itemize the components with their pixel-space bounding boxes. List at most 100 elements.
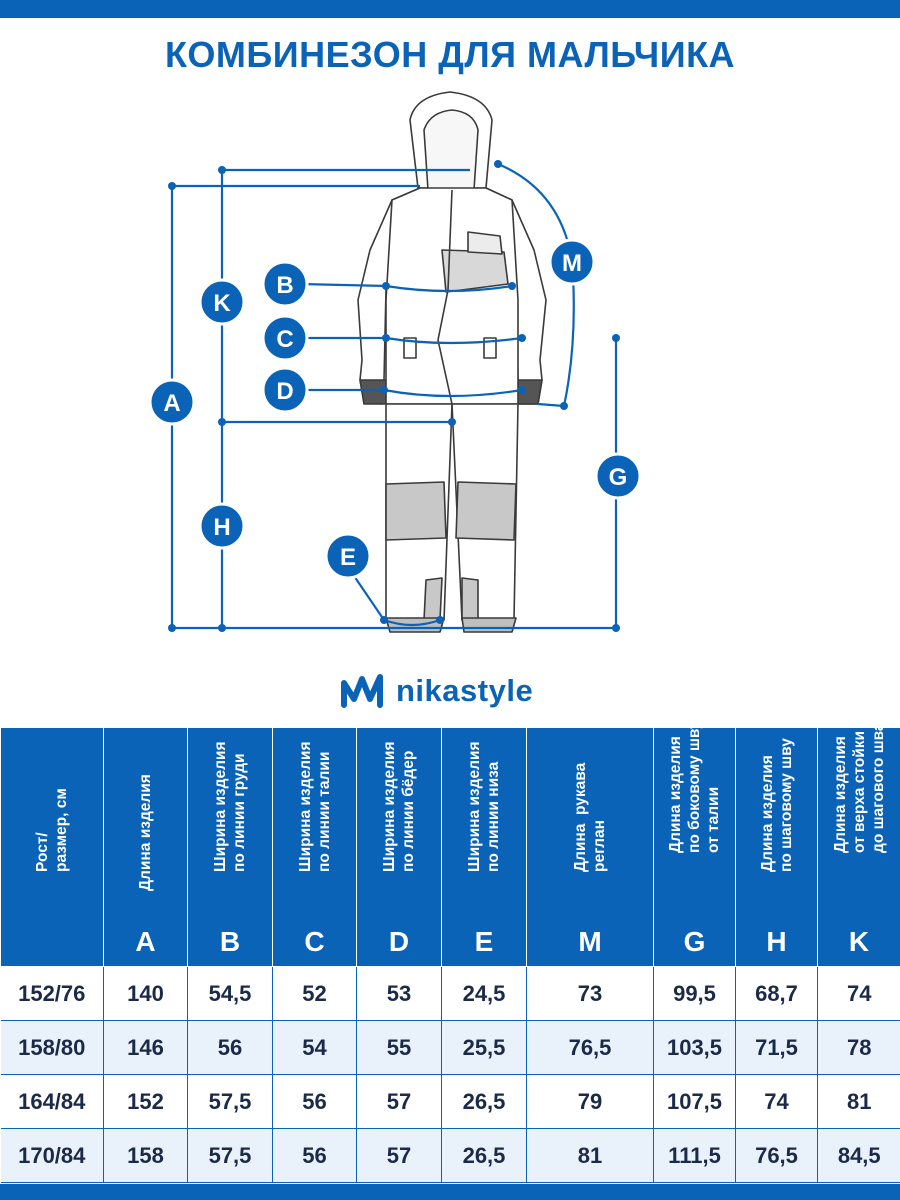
column-header-letter: B (219, 926, 241, 957)
measurement-cell: 57,5 (187, 1128, 273, 1183)
measurement-cell: 140 (103, 966, 188, 1021)
measurement-cell: 84,5 (817, 1128, 900, 1183)
column-header-label: Ширина изделия по линии груди (212, 741, 248, 872)
column-header-letter: C (304, 926, 325, 957)
measurement-cell: 152 (103, 1074, 188, 1129)
measurement-cell: 54 (272, 1020, 357, 1075)
measurement-cell: 26,5 (441, 1128, 527, 1183)
measurement-cell: 56 (272, 1128, 357, 1183)
column-header-letter: K (848, 926, 870, 957)
size-cell: 170/84 (0, 1128, 104, 1183)
svg-text:G: G (609, 464, 628, 491)
measurement-cell: 52 (272, 966, 357, 1021)
measurement-cell: 158 (103, 1128, 188, 1183)
measurement-cell: 71,5 (735, 1020, 818, 1075)
column-header-label: Длина изделия от верха стойки до шаговог… (831, 722, 887, 853)
measurement-cell: 55 (356, 1020, 442, 1075)
svg-text:H: H (213, 514, 230, 541)
measurement-cell: 26,5 (441, 1074, 527, 1129)
page-title: КОМБИНЕЗОН ДЛЯ МАЛЬЧИКА (164, 34, 736, 75)
measurement-cell: 57,5 (187, 1074, 273, 1129)
measurement-cell: 56 (272, 1074, 357, 1129)
svg-text:K: K (213, 290, 231, 317)
column-header-letter: H (766, 926, 787, 957)
column-header-letter: D (388, 926, 410, 957)
marker-M: M (548, 238, 596, 286)
column-header-label: Длина рукава реглан (572, 762, 608, 872)
measurement-cell: 57 (356, 1128, 442, 1183)
column-header-label: Длина изделия по шаговому шву (758, 738, 795, 872)
measurement-cell: 79 (526, 1074, 654, 1129)
measurement-cell: 25,5 (441, 1020, 527, 1075)
measurement-cell: 74 (817, 966, 900, 1021)
measurement-cell: 146 (103, 1020, 188, 1075)
svg-text:B: B (276, 272, 293, 299)
measurement-cell: 107,5 (653, 1074, 736, 1129)
marker-H: H (198, 502, 246, 550)
marker-A: A (148, 378, 196, 426)
column-header-letter: G (683, 926, 706, 957)
marker-G: G (594, 452, 642, 500)
column-header: Длина изделия от верха стойки до шаговог… (817, 722, 900, 967)
column-header-label: Длина изделия по боковому шву от талии (667, 720, 722, 853)
brand-name: nikastyle (396, 673, 534, 708)
column-header-label: Длина изделия (137, 774, 154, 891)
marker-D: D (261, 366, 309, 414)
column-header-letter: M (578, 926, 602, 957)
column-header-letter: A (135, 926, 156, 957)
measurement-cell: 53 (356, 966, 442, 1021)
column-header: Рост/ размер, см (0, 727, 104, 967)
garment-diagram: A K H B C D E M G (148, 91, 642, 633)
marker-K: K (198, 278, 246, 326)
brand-logo: nikastyle (340, 668, 533, 714)
size-cell: 164/84 (0, 1074, 104, 1129)
svg-text:E: E (340, 544, 356, 571)
measurement-cell: 57 (356, 1074, 442, 1129)
measurement-cell: 103,5 (653, 1020, 736, 1075)
measurement-cell: 56 (187, 1020, 273, 1075)
column-header-label: Рост/ размер, см (34, 788, 70, 872)
size-cell: 152/76 (0, 966, 104, 1021)
measurement-cell: 111,5 (653, 1128, 736, 1183)
measurement-points (168, 160, 620, 632)
marker-B: B (261, 260, 309, 308)
top-border (0, 0, 900, 18)
brand-mark-icon (341, 674, 383, 708)
measurement-cell: 54,5 (187, 966, 273, 1021)
column-header-label: Ширина изделия по линии талии (296, 741, 333, 872)
measurement-cell: 78 (817, 1020, 900, 1075)
svg-text:C: C (276, 326, 293, 353)
svg-text:A: A (163, 390, 180, 417)
measurement-cell: 81 (817, 1074, 900, 1129)
column-header-label: Ширина изделия по линии низа (466, 741, 502, 872)
measurement-markers: A K H B C D E M G (148, 238, 642, 580)
measurement-cell: 74 (735, 1074, 818, 1129)
measurement-cell: 99,5 (653, 966, 736, 1021)
svg-text:D: D (276, 378, 293, 405)
svg-text:M: M (562, 250, 582, 277)
size-cell: 158/80 (0, 1020, 104, 1075)
measurement-cell: 76,5 (526, 1020, 654, 1075)
marker-C: C (261, 314, 309, 362)
jumpsuit-drawing (357, 91, 547, 633)
measurement-cell: 81 (526, 1128, 654, 1183)
bottom-border (0, 1184, 900, 1200)
measurement-cell: 76,5 (735, 1128, 818, 1183)
marker-E: E (324, 532, 372, 580)
column-header-letter: E (474, 926, 494, 957)
